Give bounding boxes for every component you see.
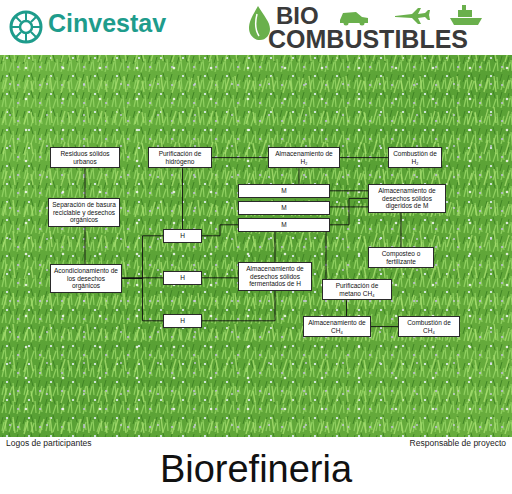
process-box: H [163, 314, 202, 328]
box-text: H [166, 317, 199, 325]
box-text: Acondicionamiento de los desechos orgáni… [53, 267, 119, 290]
connector-line [275, 232, 276, 262]
connector-line [212, 157, 268, 158]
connector-line [202, 277, 238, 278]
footer-note: Logos de participantes [6, 438, 92, 448]
process-box: Purificación de metano CH₄ [322, 279, 392, 300]
process-box: H [163, 271, 202, 285]
connector-line [299, 168, 300, 184]
process-box: Almacenamiento de CH₄ [303, 316, 371, 337]
cinvestav-logo [11, 12, 41, 42]
box-text: Purificación de hidrógeno [151, 150, 209, 165]
box-text: Almacenamiento de desechos sólidos ferme… [241, 265, 309, 288]
box-text: M [241, 221, 327, 229]
connector-line [340, 157, 388, 158]
process-box: Almacenamiento de desechos sólidos ferme… [238, 262, 312, 291]
process-box: M [238, 184, 330, 198]
grass-texture [0, 55, 512, 437]
logo-text: COMBUSTIBLES [268, 25, 468, 54]
grass-texture [0, 55, 512, 437]
process-box: M [238, 201, 330, 215]
footer-note: Responsable de proyecto [410, 438, 506, 448]
connector-line [85, 168, 86, 198]
connector-line [330, 198, 368, 224]
title: Biorefineria [0, 448, 512, 490]
box-text: Residuos sólidos urbanos [53, 150, 117, 165]
connector-line [202, 225, 238, 236]
connector-line [401, 213, 402, 247]
box-text: H [166, 274, 199, 282]
connector-line [330, 190, 368, 191]
process-box: Combustión de CH₄ [398, 316, 460, 337]
connector-line [122, 278, 163, 320]
process-box: Composteo o fertilizante [368, 247, 434, 268]
connector-line [371, 326, 398, 327]
connector-line [85, 227, 86, 264]
process-box: Almacenamiento de desechos sólidos diger… [368, 184, 446, 213]
logo-text: Cinvestav [48, 9, 166, 38]
box-text: Almacenamiento de H₂ [271, 150, 337, 165]
process-box: Purificación de hidrógeno [148, 147, 212, 168]
box-text: Composteo o fertilizante [371, 250, 431, 265]
box-text: M [241, 187, 327, 195]
grass-photo [0, 55, 512, 437]
box-text: M [241, 204, 327, 212]
box-text: Purificación de metano CH₄ [325, 282, 389, 297]
box-text: Almacenamiento de CH₄ [306, 319, 368, 334]
process-box: Combustión de H₂ [388, 147, 442, 168]
box-text: Almacenamiento de desechos sólidos diger… [371, 187, 443, 210]
box-text: Separación de basura reciclable y desech… [51, 201, 117, 224]
process-box: Residuos sólidos urbanos [50, 147, 120, 168]
connector-line [122, 236, 163, 279]
process-box: Almacenamiento de H₂ [268, 147, 340, 168]
box-text: Combustión de CH₄ [401, 319, 457, 334]
box-text: H [166, 232, 199, 240]
box-text: Combustión de H₂ [391, 150, 439, 165]
connector-line [346, 300, 347, 316]
process-box: H [163, 229, 202, 243]
process-box: Separación de basura reciclable y desech… [48, 198, 120, 227]
connector-line [326, 232, 327, 279]
connector-line [182, 168, 183, 229]
process-box: Acondicionamiento de los desechos orgáni… [50, 264, 122, 293]
connector-line [202, 291, 275, 321]
process-box: M [238, 218, 330, 232]
